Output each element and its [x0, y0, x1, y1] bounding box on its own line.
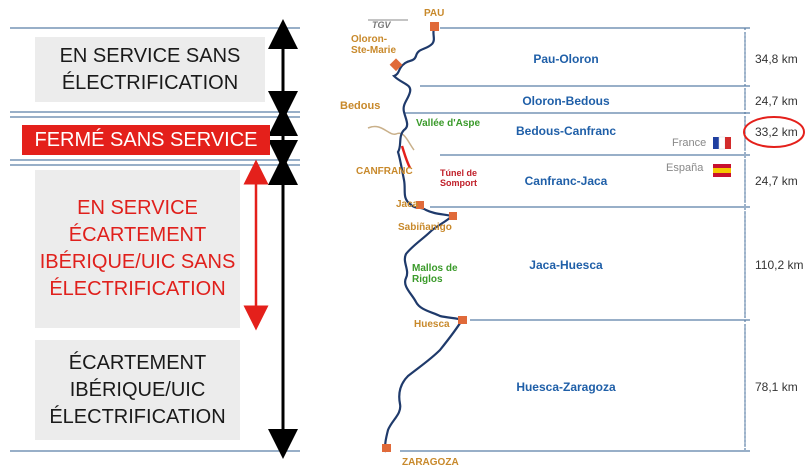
legend-iberian-no-electrification: EN SERVICE ÉCARTEMENT IBÉRIQUE/UIC SANS …: [35, 170, 240, 328]
segment-name: Jaca-Huesca: [529, 258, 603, 272]
segment-distance: 78,1 km: [755, 380, 798, 394]
river-line: [367, 125, 415, 151]
town-huesca: Huesca: [414, 319, 450, 330]
segment-distance: 24,7 km: [755, 94, 798, 108]
town-oloron: Oloron- Ste-Marie: [351, 34, 397, 56]
segment-distance: 34,8 km: [755, 52, 798, 66]
country-france: France: [672, 137, 707, 149]
town-canfranc: CANFRANC: [356, 166, 413, 177]
segment-name: Huesca-Zaragoza: [516, 380, 616, 394]
spain-flag-icon: [713, 164, 731, 177]
segment-name: Bedous-Canfranc: [515, 124, 616, 138]
feature-mallos-riglos: Mallos de Riglos: [412, 263, 458, 285]
town-sabinanigo: Sabiñanigo: [398, 222, 452, 233]
station-markers: [382, 22, 467, 452]
france-flag-icon: [713, 136, 731, 150]
feature-somport-tunnel: Túnel de Somport: [440, 168, 478, 188]
tgv-label: TGV: [372, 20, 391, 30]
town-pau: PAU: [424, 8, 445, 19]
country-espana: España: [666, 162, 704, 174]
town-zaragoza: ZARAGOZA: [402, 457, 459, 468]
legend-iberian-electrification: ÉCARTEMENT IBÉRIQUE/UIC ÉLECTRIFICATION: [35, 340, 240, 440]
closed-section: [400, 145, 412, 169]
town-bedous: Bedous: [340, 100, 381, 112]
segment-distance: 33,2 km: [755, 125, 798, 139]
segment-name: Oloron-Bedous: [522, 94, 610, 108]
segment-distance: 110,2 km: [755, 258, 804, 272]
segment-name: Pau-Oloron: [533, 52, 599, 66]
feature-aspe-valley: Vallée d'Aspe: [416, 118, 481, 129]
railway-route: [384, 27, 464, 453]
section-dividers: [10, 27, 300, 452]
segment-distance: 24,7 km: [755, 174, 798, 188]
town-jaca: Jaca: [396, 199, 419, 210]
highlight-circle: [743, 116, 805, 148]
legend-closed: FERMÉ SANS SERVICE: [22, 125, 270, 155]
legend-service-no-electrification: EN SERVICE SANS ÉLECTRIFICATION: [35, 37, 265, 102]
segment-name: Canfranc-Jaca: [524, 174, 608, 188]
